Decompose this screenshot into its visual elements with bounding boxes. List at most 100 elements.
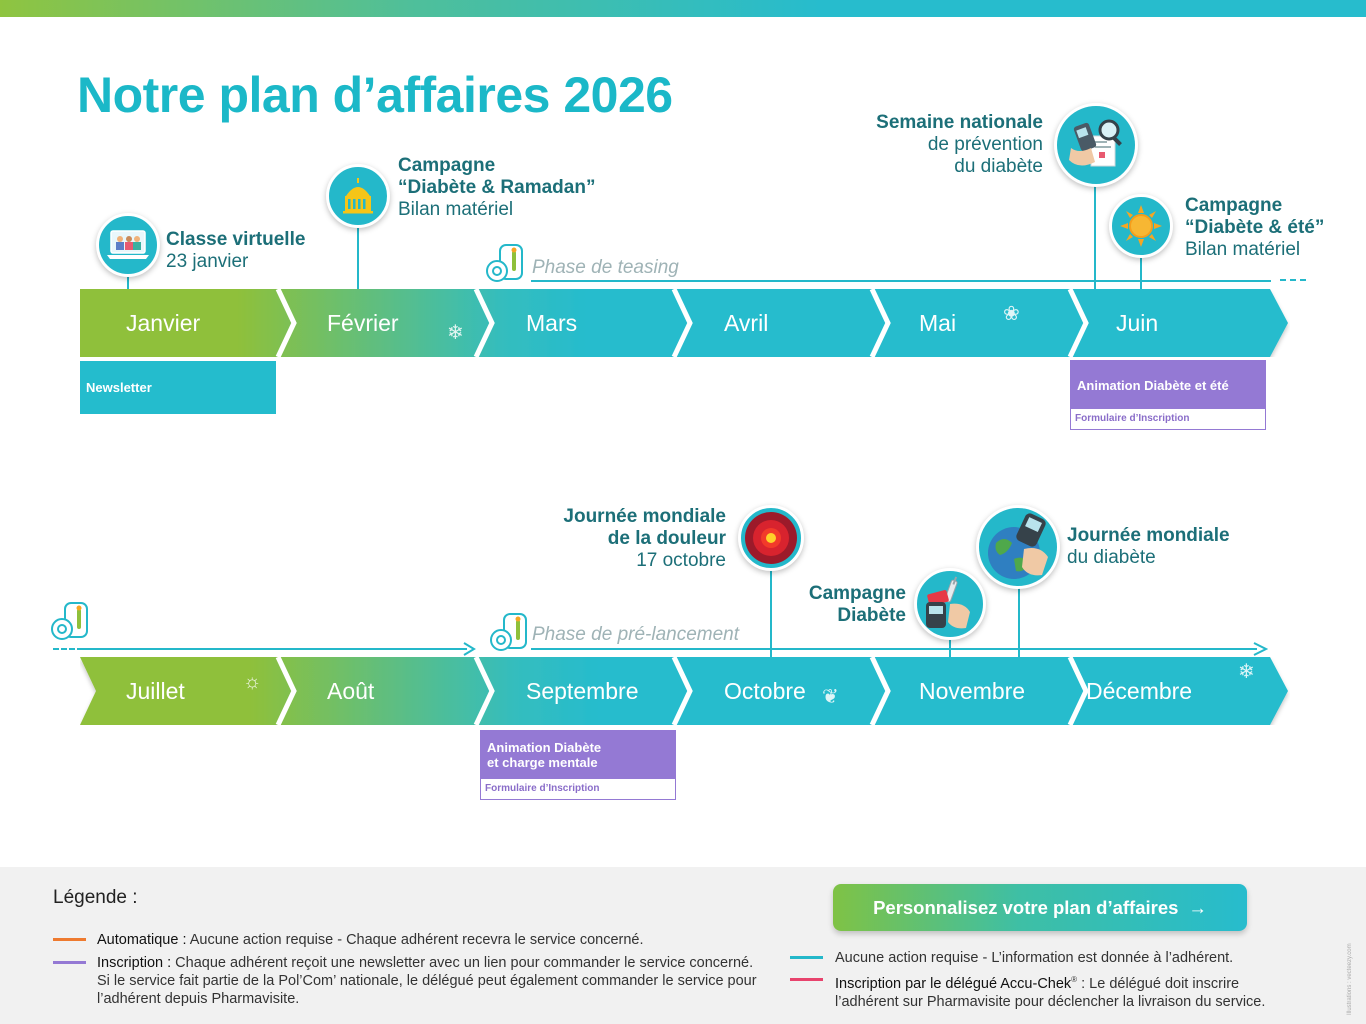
month-septembre: Septembre: [526, 677, 639, 704]
month-fevrier: Février: [327, 309, 399, 336]
timeline-row-1: Janvier Février Mars Avril Mai Juin ❄ ❀: [80, 289, 1290, 357]
illustration-credit: Illustrations : vecteezy.com: [1347, 943, 1353, 1015]
legend-inscription: Inscription : Chaque adhérent reçoit une…: [97, 954, 757, 1008]
event-campagne-diabete-line1: Campagne: [808, 583, 906, 604]
phase-teasing-dash: [1280, 279, 1306, 281]
legend-automatique: Automatique : Aucune action requise - Ch…: [97, 931, 644, 949]
campagne-diabete-stem: [949, 632, 951, 658]
injection-icon: [914, 568, 986, 640]
legend-inscription-text3: l’adhérent depuis Pharmavisite.: [97, 991, 300, 1007]
leaf-icon: ❦: [822, 686, 839, 708]
month-decembre: Décembre: [1086, 677, 1193, 704]
legend-info: Aucune action requise - L’information es…: [835, 950, 1234, 966]
legend-inscription-bold: Inscription :: [97, 955, 172, 971]
event-campagne-diabete-line2: Diabète: [837, 605, 906, 626]
event-semaine-line1: Semaine nationale: [876, 112, 1043, 133]
row2-lead-line: [83, 648, 467, 650]
animation-charge-title: Animation Diabète et charge mentale: [481, 731, 675, 779]
timeline-row-2-arrows: [80, 657, 1288, 725]
event-ete: Campagne “Diabète & été” Bilan matériel: [1185, 195, 1324, 261]
legend-line-delegue: [790, 978, 823, 981]
month-aout: Août: [327, 677, 375, 704]
event-ramadan-line1: Campagne: [398, 155, 496, 176]
phase-prelancement-line: [531, 648, 1257, 650]
classe-stem: [127, 272, 129, 290]
page-title: Notre plan d’affaires 2026: [77, 67, 673, 123]
personnaliser-label: Personnalisez votre plan d’affaires: [873, 896, 1179, 918]
event-classe-virtuelle: Classe virtuelle 23 janvier: [166, 229, 305, 273]
event-classe-title: Classe virtuelle: [166, 229, 306, 250]
snowflake-icon: ❄: [447, 322, 464, 344]
legend-delegue: Inscription par le délégué Accu-Chek® : …: [835, 971, 1265, 1011]
event-semaine-line2: de prévention: [927, 134, 1043, 155]
newsletter-box[interactable]: Newsletter: [80, 361, 276, 414]
month-janvier: Janvier: [126, 309, 201, 336]
animation-ete-box[interactable]: Animation Diabète et été Formulaire d’In…: [1070, 360, 1266, 430]
legend-delegue-reg: ®: [1071, 975, 1078, 984]
animation-ete-form-link[interactable]: Formulaire d’Inscription: [1075, 413, 1190, 424]
legend-delegue-text1: : Le délégué doit inscrire: [1077, 975, 1240, 992]
phase-teasing-icon: [484, 243, 526, 288]
month-avril: Avril: [724, 309, 769, 336]
phase-prelancement-icon: [488, 612, 530, 657]
legend-inscription-text2: Si le service fait partie de la Pol’Com’…: [97, 973, 757, 989]
legend-line-info: [790, 956, 823, 959]
mondiale-diabete-stem: [1018, 583, 1020, 658]
ramadan-stem: [357, 225, 359, 290]
douleur-stem: [770, 566, 772, 658]
legend-title: Légende :: [53, 887, 138, 908]
legend-line-automatique: [53, 938, 86, 941]
animation-ete-title: Animation Diabète et été: [1071, 361, 1265, 409]
event-ete-line2: “Diabète & été”: [1185, 217, 1325, 238]
event-douleur: Journée mondiale de la douleur 17 octobr…: [520, 506, 726, 572]
event-mondiale-diabete: Journée mondiale du diabète: [1067, 525, 1230, 569]
event-ramadan: Campagne “Diabète & Ramadan” Bilan matér…: [398, 155, 595, 221]
arrow-right-icon: →: [1188, 896, 1207, 918]
animation-charge-form-link[interactable]: Formulaire d’Inscription: [485, 783, 600, 794]
month-novembre: Novembre: [919, 677, 1026, 704]
legend-delegue-text2: l’adhérent sur Pharmavisite pour déclenc…: [835, 993, 1266, 1010]
legend-automatique-text: Aucune action requise - Chaque adhérent …: [186, 932, 644, 948]
legend-line-inscription: [53, 961, 86, 964]
event-ramadan-line2: “Diabète & Ramadan”: [398, 177, 596, 198]
animation-charge-title-l1: Animation Diabète: [487, 740, 602, 755]
row2-lead-arrow-icon: [463, 642, 476, 656]
glucometer-icon: [1054, 103, 1138, 187]
event-douleur-line2: de la douleur: [607, 528, 726, 549]
animation-charge-title-l2: et charge mentale: [487, 755, 598, 770]
event-campagne-diabete: Campagne Diabète: [760, 583, 906, 627]
event-ete-line3: Bilan matériel: [1185, 239, 1301, 260]
pain-target-icon: [738, 505, 804, 571]
event-semaine-line3: du diabète: [954, 156, 1043, 177]
mosque-icon: [326, 164, 390, 228]
event-ramadan-line3: Bilan matériel: [398, 199, 514, 220]
month-juin: Juin: [1116, 309, 1159, 336]
legend-inscription-text1: Chaque adhérent reçoit une newsletter av…: [171, 955, 754, 971]
row2-lead-dash: [53, 648, 83, 650]
personnaliser-button[interactable]: Personnalisez votre plan d’affaires →: [833, 884, 1247, 931]
event-douleur-line1: Journée mondiale: [563, 506, 726, 527]
semaine-stem: [1094, 184, 1096, 290]
animation-charge-box[interactable]: Animation Diabète et charge mentale Form…: [480, 730, 676, 800]
event-ete-line1: Campagne: [1185, 195, 1283, 216]
event-semaine: Semaine nationale de prévention du diabè…: [818, 112, 1043, 178]
legend-delegue-bold: Inscription par le délégué Accu-Chek: [835, 975, 1072, 992]
timeline-row-1-arrows: [80, 289, 1288, 357]
month-mai: Mai: [919, 309, 957, 336]
top-accent-bar: [0, 0, 1366, 17]
event-mondiale-diabete-line2: du diabète: [1067, 547, 1156, 568]
month-mars: Mars: [526, 309, 578, 336]
event-mondiale-diabete-line1: Journée mondiale: [1067, 525, 1230, 546]
phase-teasing-label: Phase de teasing: [532, 257, 679, 278]
phase-teasing-line: [531, 280, 1271, 282]
flower-icon: ❀: [1003, 303, 1020, 325]
timeline-row-2: Juillet Août Septembre Octobre Novembre …: [80, 657, 1290, 725]
snowflake-icon: ❄: [1238, 661, 1255, 683]
phase-prelancement-label: Phase de pré-lancement: [532, 624, 740, 645]
legend-automatique-bold: Automatique :: [97, 932, 187, 948]
sun-icon: [1109, 194, 1173, 258]
phase-prelancement-arrow-icon: [1253, 642, 1268, 656]
phase-start-icon: [49, 601, 91, 646]
month-juillet: Juillet: [126, 677, 185, 704]
month-octobre: Octobre: [724, 677, 806, 704]
